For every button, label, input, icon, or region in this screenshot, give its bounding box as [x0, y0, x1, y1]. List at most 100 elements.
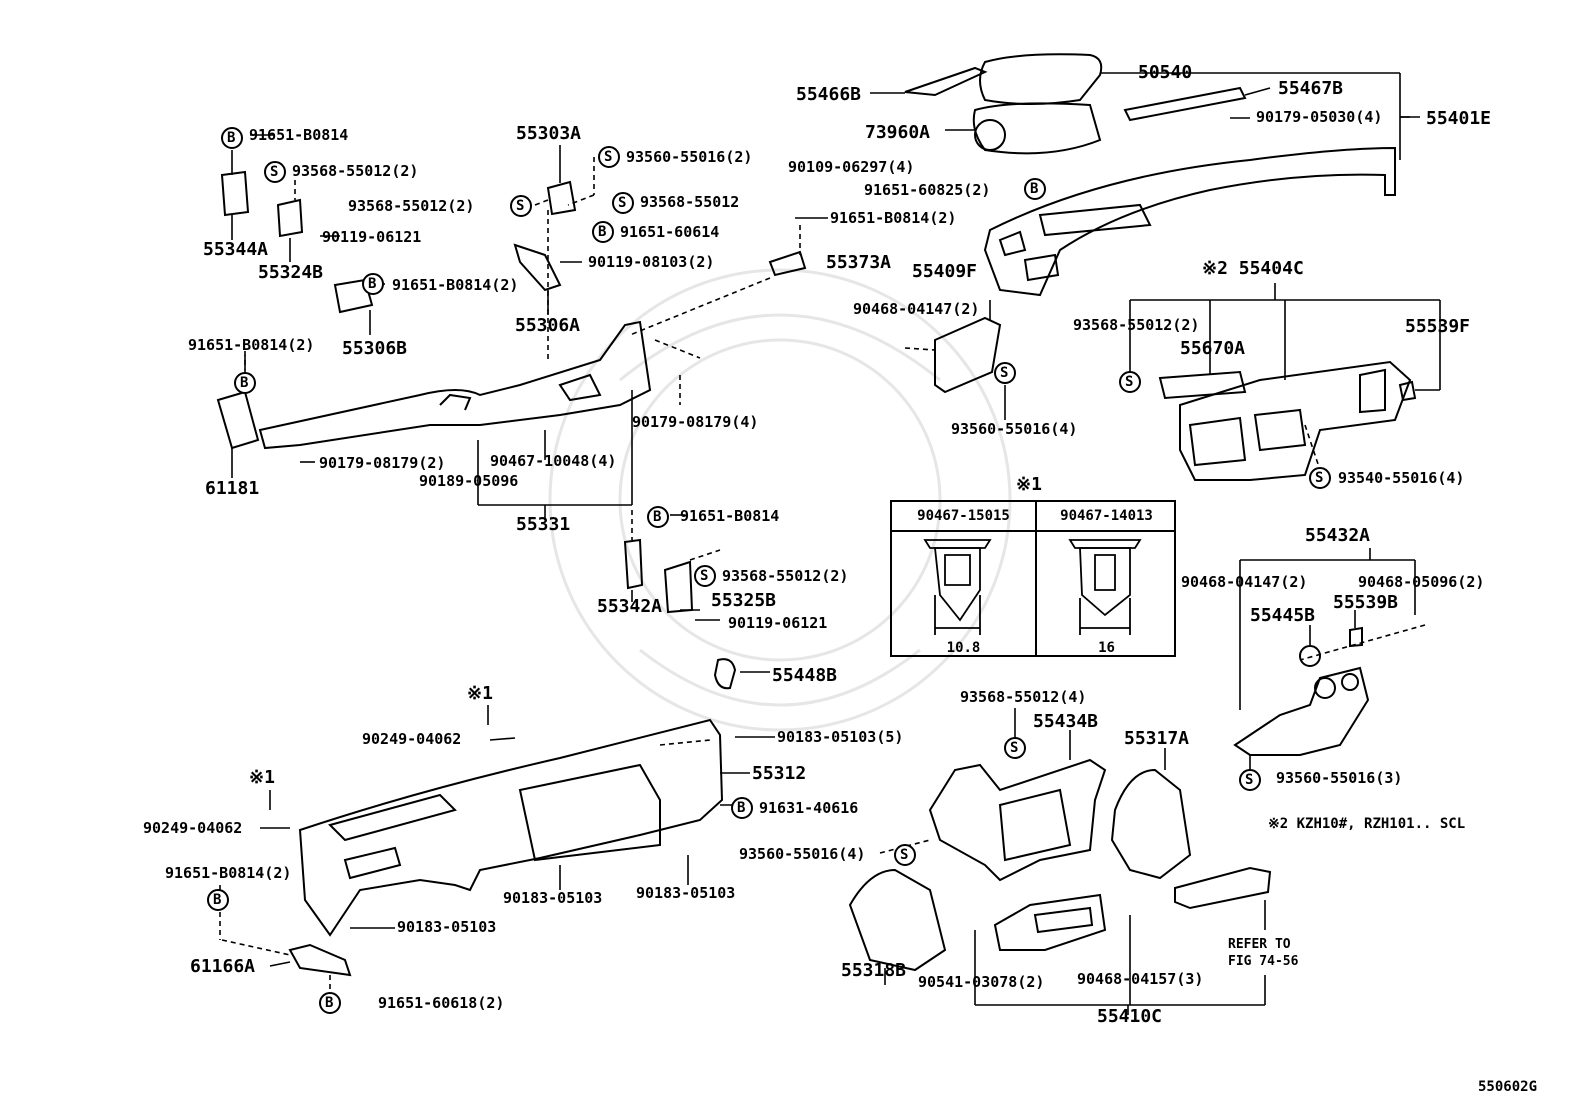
label-91651-60618: 91651-60618(2) — [378, 994, 505, 1012]
bolt-symbol — [731, 797, 753, 819]
unit-refer-74-56 — [1174, 866, 1272, 910]
label-50540: 50540 — [1138, 62, 1193, 83]
label-90183-05103-c: 90183-05103 — [636, 884, 736, 902]
label-90119-06121-b: 90119-06121 — [728, 614, 828, 632]
bracket-55324B — [276, 198, 304, 238]
bracket-61166A — [288, 943, 352, 977]
bracket-55325B — [663, 560, 694, 614]
screw-letter: S — [900, 847, 909, 863]
label-90468-05096: 90468-05096(2) — [1358, 573, 1485, 591]
bolt-symbol — [647, 506, 669, 528]
bolt-letter: B — [213, 892, 222, 908]
table-sketch-90467-14013 — [1068, 539, 1142, 635]
figure-code: 550602G — [1478, 1079, 1538, 1095]
label-55331: 55331 — [516, 514, 571, 535]
table-mark: ※1 — [1016, 474, 1042, 495]
clip-55448B — [713, 658, 737, 690]
vent-55409F — [934, 316, 1002, 394]
vent-55670A — [1158, 370, 1247, 400]
label-91631-40616: 91631-40616 — [759, 799, 859, 817]
mark-1-upper: ※1 — [467, 683, 493, 704]
screw-symbol — [598, 146, 620, 168]
table-col1-dimension: 10.8 — [946, 640, 981, 656]
label-91651-B0814-2: 91651-B0814(2) — [392, 276, 519, 294]
lower-panel-55432A — [1233, 666, 1370, 756]
label-61181: 61181 — [205, 478, 260, 499]
switch-panel-55410C — [993, 893, 1107, 951]
label-55432A: 55432A — [1305, 525, 1371, 546]
label-55670A: 55670A — [1180, 338, 1246, 359]
label-55445B: 55445B — [1250, 605, 1316, 626]
label-93560-55016-3: 93560-55016(3) — [1276, 769, 1403, 787]
label-91651-60614: 91651-60614 — [620, 223, 720, 241]
label-90189-05096: 90189-05096 — [419, 472, 519, 490]
bracket-55373A — [768, 250, 807, 277]
label-55306A: 55306A — [515, 315, 581, 336]
label-93568-55012-single: 93568-55012 — [640, 193, 740, 211]
bolt-symbol — [207, 889, 229, 911]
label-55409F: 55409F — [912, 261, 978, 282]
screw-symbol — [1239, 769, 1261, 791]
refer-note-line1: REFER TO — [1228, 937, 1291, 952]
bracket-55306A — [513, 243, 562, 292]
bolt-symbol — [221, 127, 243, 149]
label-91651-B0814-c: 91651-B0814(2) — [830, 209, 957, 227]
label-91651-B0814-e: 91651-B0814 — [680, 507, 780, 525]
screw-letter: S — [604, 149, 613, 165]
screw-letter: S — [1125, 374, 1134, 390]
knob-55445B — [1299, 645, 1321, 667]
screw-symbol — [510, 195, 532, 217]
label-90249-04062-upper: 90249-04062 — [362, 730, 462, 748]
bolt-letter: B — [325, 995, 334, 1011]
bolt-letter: B — [737, 800, 746, 816]
label-93560-55016: 93560-55016(2) — [626, 148, 753, 166]
bracket-55342A — [623, 538, 644, 590]
table-col2-header: 90467-14013 — [1060, 508, 1153, 524]
label-55373A: 55373A — [826, 252, 892, 273]
screw-symbol — [994, 362, 1016, 384]
label-55539B: 55539B — [1333, 592, 1399, 613]
label-73960A: 73960A — [865, 122, 931, 143]
label-55303A: 55303A — [516, 123, 582, 144]
center-panel-55434B — [928, 758, 1107, 882]
screw-symbol — [894, 844, 916, 866]
screw-letter: S — [1010, 740, 1019, 756]
screw-symbol — [612, 192, 634, 214]
mark-1-lower: ※1 — [249, 767, 275, 788]
screw-letter: S — [270, 164, 279, 180]
label-90183-05103-5: 90183-05103(5) — [777, 728, 904, 746]
label-90183-05103-b: 90183-05103 — [503, 889, 603, 907]
label-55342A: 55342A — [597, 596, 663, 617]
label-61166A: 61166A — [190, 956, 256, 977]
label-55448B: 55448B — [772, 665, 838, 686]
label-55306B: 55306B — [342, 338, 408, 359]
label-91651-60825: 91651-60825(2) — [864, 181, 991, 199]
bolt-letter: B — [598, 224, 607, 240]
screw-letter: S — [516, 198, 525, 214]
cover-55317A — [1110, 768, 1192, 880]
label-90467-10048: 90467-10048(4) — [490, 452, 617, 470]
label-55318B: 55318B — [841, 960, 907, 981]
reinforcement-55331 — [258, 320, 652, 450]
label-91651-B0814: 91651-B0814 — [249, 126, 349, 144]
bolt-symbol — [234, 372, 256, 394]
bolt-symbol — [362, 273, 384, 295]
leader-lines — [219, 72, 1441, 1015]
label-90468-04147: 90468-04147(2) — [853, 300, 980, 318]
label-90179-08179-4: 90179-08179(4) — [632, 413, 759, 431]
label-55312: 55312 — [752, 763, 807, 784]
bolt-letter: B — [653, 509, 662, 525]
bolt-symbol — [592, 221, 614, 243]
label-93568-55012: 93568-55012(2) — [292, 162, 419, 180]
table-col2-dimension: 16 — [1098, 640, 1115, 656]
refer-note-line2: FIG 74-56 — [1228, 954, 1299, 969]
label-55467B: 55467B — [1278, 78, 1344, 99]
trim-55466B — [904, 66, 988, 97]
label-93568-55012-4: 93568-55012(4) — [960, 688, 1087, 706]
label-90119-06121: 90119-06121 — [322, 228, 422, 246]
screw-letter: S — [700, 568, 709, 584]
label-90541-03078: 90541-03078(2) — [918, 973, 1045, 991]
label-55324B: 55324B — [258, 262, 324, 283]
label-90109-06297: 90109-06297(4) — [788, 158, 915, 176]
label-55404C: ※2 55404C — [1202, 258, 1304, 279]
